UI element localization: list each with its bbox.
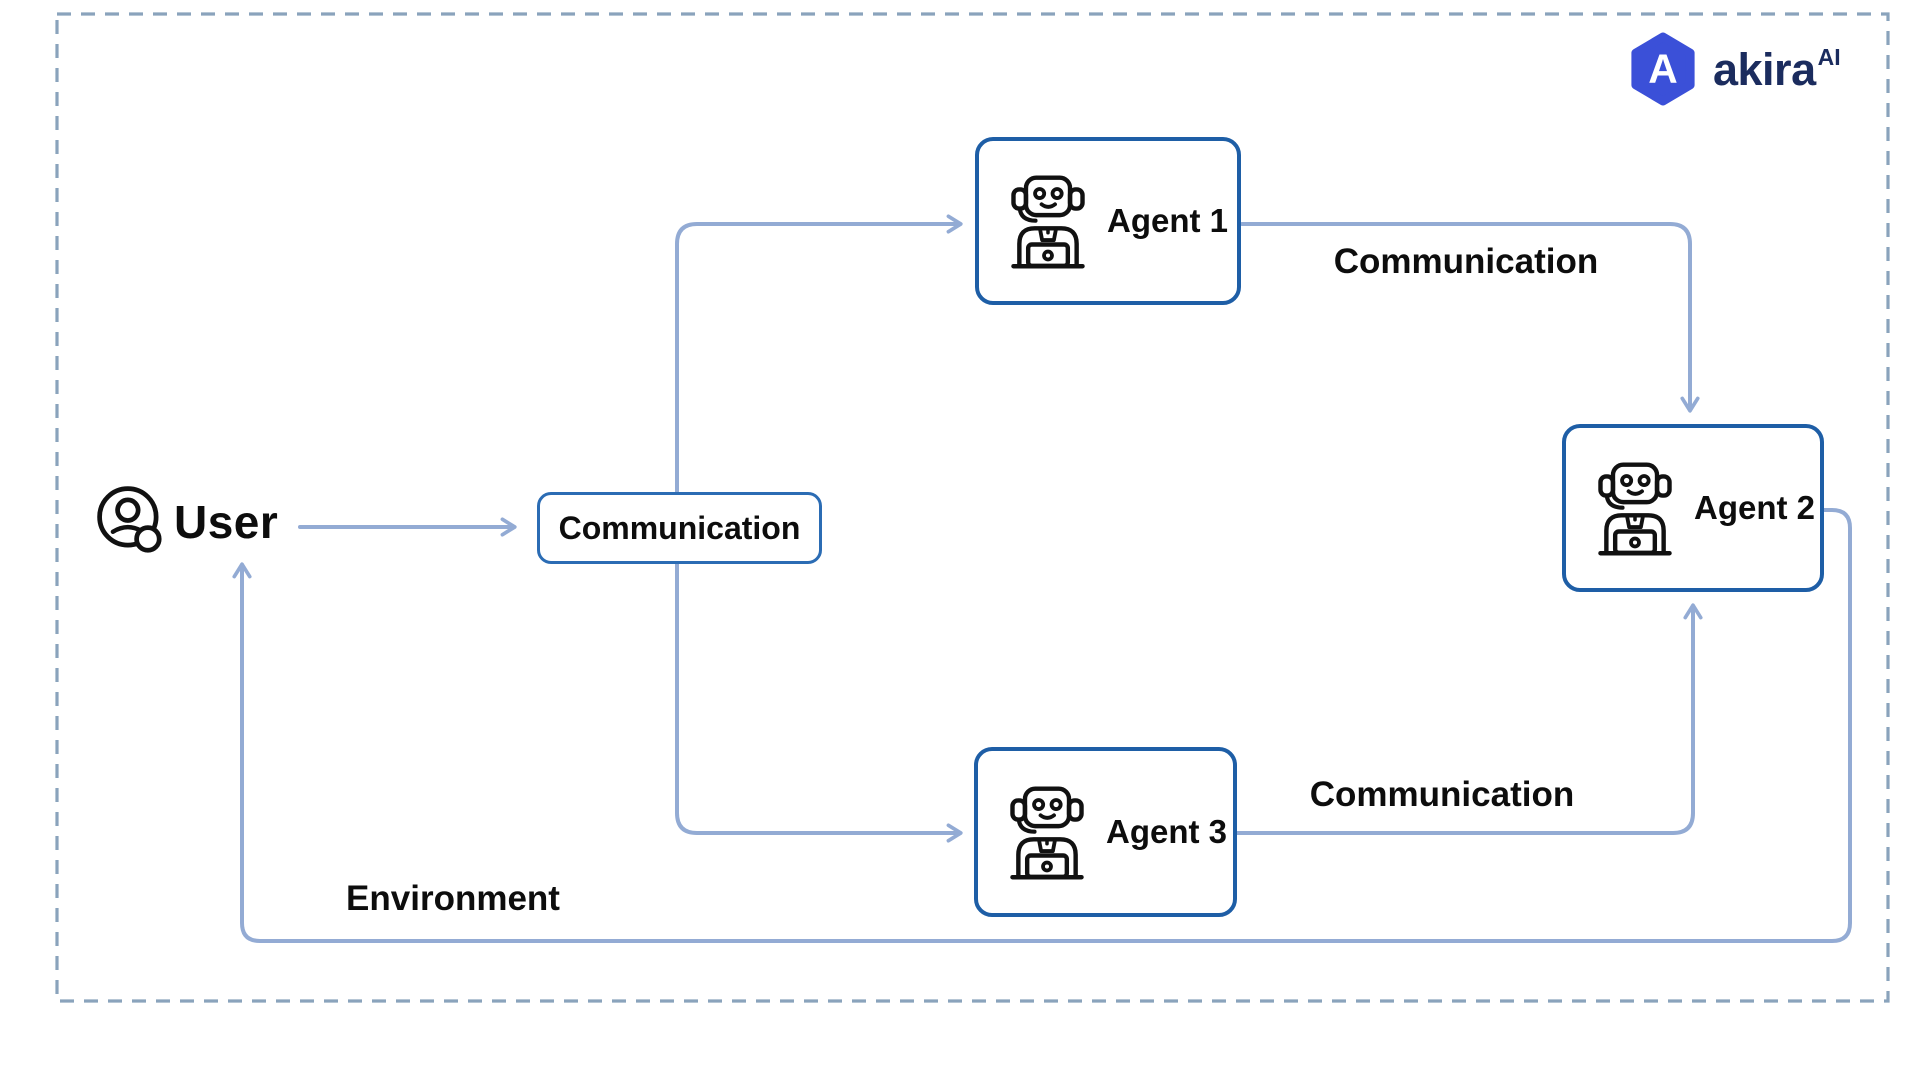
brand-wordmark: akiraAI	[1713, 43, 1841, 95]
agent1-label: Agent 1	[1107, 202, 1229, 239]
brand-logo: A akiraAI	[1628, 30, 1841, 108]
edge-communication-to-agent3	[675, 561, 963, 843]
edge-label-communication-top: Communication	[1333, 242, 1599, 281]
dashed-border	[55, 12, 1890, 1003]
node-communication: Communication	[537, 492, 822, 564]
agent2-label: Agent 2	[1694, 489, 1816, 526]
agent3-label: Agent 3	[1106, 813, 1228, 850]
communication-label: Communication	[558, 509, 801, 546]
edge-label-communication-bottom: Communication	[1309, 775, 1575, 814]
node-agent3: Agent 3	[974, 747, 1237, 917]
robot-agent-icon	[1011, 175, 1085, 269]
user-icon	[97, 486, 162, 553]
robot-agent-icon	[1598, 462, 1672, 556]
akira-hexagon-icon: A	[1631, 32, 1695, 106]
edge-agent2-to-user-environment	[232, 508, 1852, 943]
edge-communication-to-agent1	[675, 214, 963, 495]
brand-superscript: AI	[1817, 43, 1841, 70]
node-user: User	[96, 485, 278, 559]
brand-name: akira	[1713, 43, 1816, 95]
edge-label-environment: Environment	[346, 879, 560, 918]
edge-agent3-to-agent2	[1235, 603, 1703, 835]
node-agent1: Agent 1	[975, 137, 1241, 305]
node-agent2: Agent 2	[1562, 424, 1824, 592]
logo-letter: A	[1648, 46, 1678, 92]
user-label: User	[174, 496, 279, 548]
robot-agent-icon	[1010, 786, 1084, 880]
edge-agent1-to-agent2	[1240, 222, 1700, 413]
